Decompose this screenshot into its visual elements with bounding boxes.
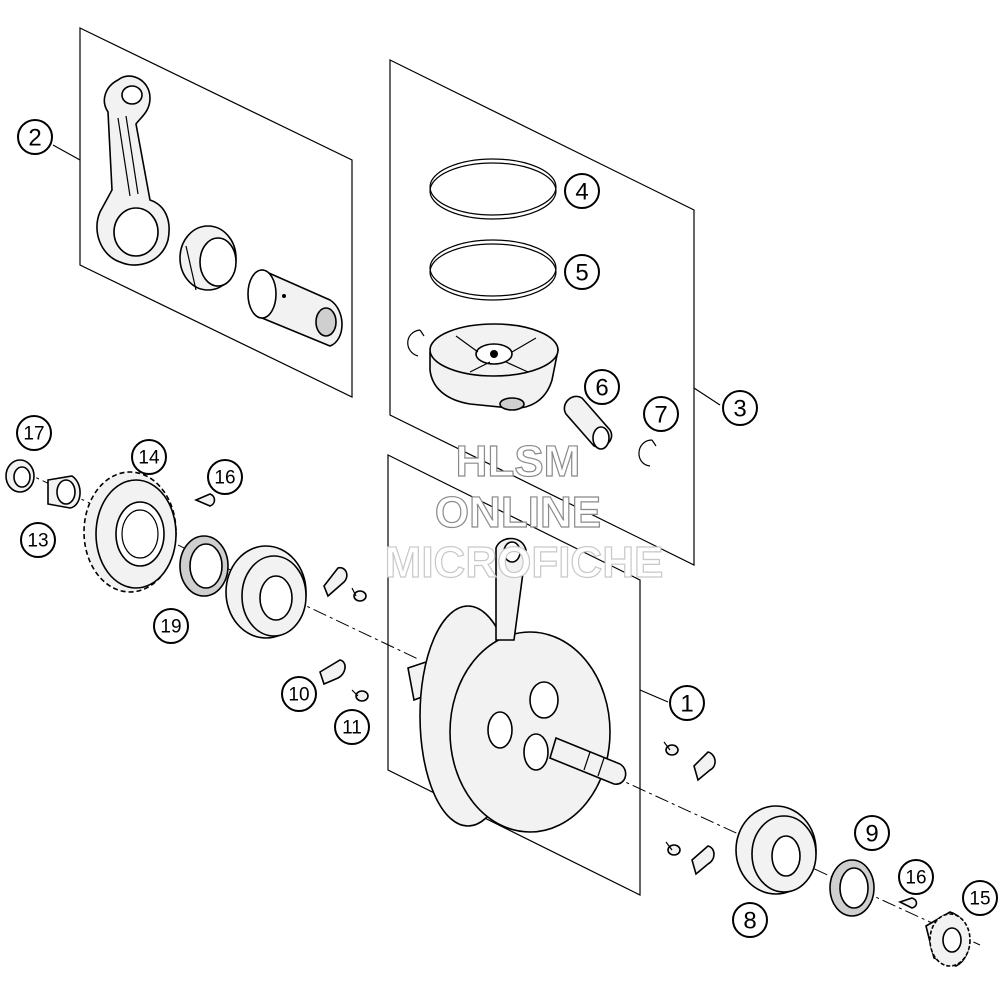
screw-11 <box>351 689 369 702</box>
callout-11-label: 11 <box>342 718 362 739</box>
woodruff-key-16-left <box>193 493 216 507</box>
watermark-line2: ONLINE <box>435 488 601 537</box>
leader-lines <box>52 144 721 703</box>
callout-15-label: 15 <box>969 889 990 910</box>
callout-5-label: 5 <box>575 260 588 287</box>
main-bearing-8 <box>735 805 817 895</box>
callout-4-label: 4 <box>575 179 588 206</box>
spacer-13 <box>47 475 81 509</box>
crankshaft-panel <box>387 454 641 896</box>
main-bearing-left <box>225 545 307 639</box>
callout-9-label: 9 <box>865 821 878 848</box>
callout-1-label: 1 <box>680 691 693 718</box>
callout-16-right-label: 16 <box>905 868 926 889</box>
piston <box>429 323 559 411</box>
callout-15[interactable]: 15 <box>962 880 998 916</box>
callout-16-left[interactable]: 16 <box>207 459 243 495</box>
callout-2[interactable]: 2 <box>17 119 53 155</box>
callout-3[interactable]: 3 <box>722 390 758 426</box>
piston-ring-top <box>429 158 557 220</box>
callout-19[interactable]: 19 <box>153 608 189 644</box>
piston-pin <box>563 395 613 450</box>
oil-seal-19 <box>179 535 229 597</box>
callout-2-label: 2 <box>28 125 41 152</box>
callout-9[interactable]: 9 <box>854 815 890 851</box>
small-end-bushing <box>179 225 237 291</box>
callout-11[interactable]: 11 <box>334 709 370 745</box>
woodruff-key-16-right <box>897 897 918 909</box>
callout-14-label: 14 <box>138 448 160 469</box>
bearing-ring-17 <box>5 459 35 493</box>
gear-15 <box>925 911 971 967</box>
callout-17-label: 17 <box>23 424 44 445</box>
callout-16-right[interactable]: 16 <box>898 859 934 895</box>
callout-10[interactable]: 10 <box>281 676 317 712</box>
callout-8[interactable]: 8 <box>732 902 768 938</box>
callout-14[interactable]: 14 <box>131 439 167 475</box>
watermark-line3: MICROFICHE <box>385 538 664 587</box>
crankshaft-assembly <box>407 537 627 833</box>
piston-circlip-left <box>407 329 425 357</box>
callout-16-left-label: 16 <box>214 468 235 489</box>
callout-17[interactable]: 17 <box>16 415 52 451</box>
callout-1[interactable]: 1 <box>669 685 705 721</box>
callout-19-label: 19 <box>160 617 181 638</box>
connecting-rod-panel <box>79 27 353 398</box>
piston-circlip-right <box>638 439 657 467</box>
wrist-pin-large <box>247 269 343 347</box>
callout-13-label: 13 <box>27 531 48 552</box>
screw-lower-right <box>665 841 681 856</box>
callout-3-label: 3 <box>733 396 746 423</box>
callout-10-label: 10 <box>288 685 309 706</box>
callout-13[interactable]: 13 <box>20 522 56 558</box>
lock-plate-lower-right <box>691 845 715 876</box>
watermark: HLSM ONLINE MICROFICHE <box>384 436 664 587</box>
callout-4[interactable]: 4 <box>564 173 600 209</box>
screw-upper-left <box>351 587 367 602</box>
connecting-rod <box>96 75 170 266</box>
callout-8-label: 8 <box>743 908 756 935</box>
callout-5[interactable]: 5 <box>564 254 600 290</box>
callout-7-label: 7 <box>654 402 667 429</box>
screw-upper-right <box>663 741 679 756</box>
piston-panel <box>389 59 695 566</box>
lock-plate-10 <box>319 659 346 686</box>
callout-6[interactable]: 6 <box>584 369 620 405</box>
lock-plate-upper-right <box>693 751 716 782</box>
callout-7[interactable]: 7 <box>643 396 679 432</box>
watermark-line1: HLSM <box>456 437 581 486</box>
oil-seal-9 <box>829 859 875 917</box>
primary-gear-14 <box>83 471 177 593</box>
callout-6-label: 6 <box>595 375 608 402</box>
lock-plate-upper-left <box>323 566 348 598</box>
piston-ring-second <box>429 239 557 301</box>
